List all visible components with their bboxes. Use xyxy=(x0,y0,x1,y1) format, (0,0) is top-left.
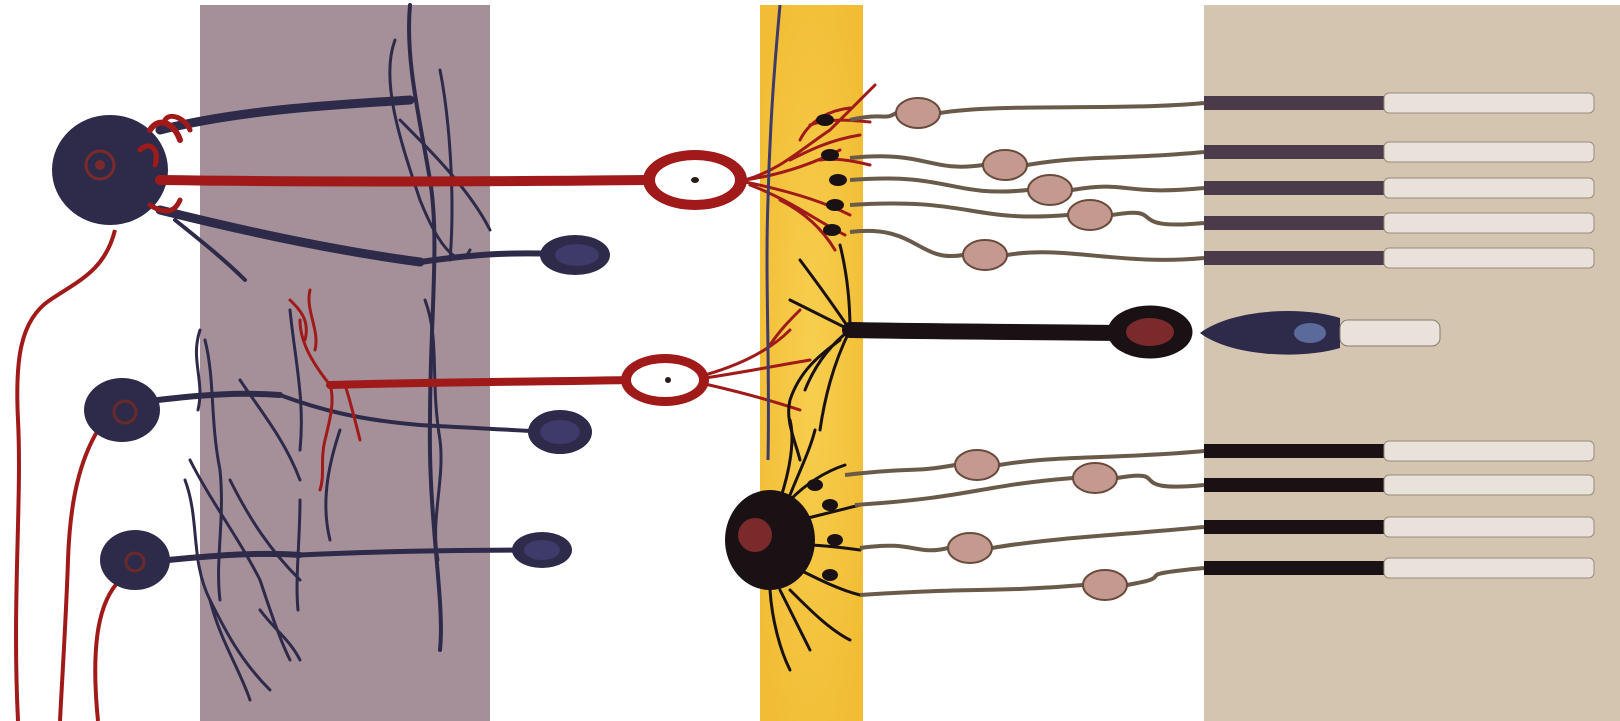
inner-segment xyxy=(1204,520,1384,534)
photoreceptor-fiber xyxy=(1127,568,1204,585)
photoreceptor-nucleus xyxy=(955,450,999,480)
bipolar-cell-upper xyxy=(643,150,747,210)
inner-segment xyxy=(1204,216,1384,230)
photoreceptor-nucleus xyxy=(963,240,1007,270)
photoreceptor-nucleus xyxy=(1073,463,1117,493)
photoreceptor-fiber xyxy=(860,546,948,551)
photoreceptor-fiber xyxy=(1072,187,1204,191)
outer-segment xyxy=(1384,558,1594,578)
ganglion-cell-small xyxy=(100,530,170,590)
photoreceptor-fiber xyxy=(855,478,1073,505)
photoreceptor-nucleus xyxy=(1068,200,1112,230)
photoreceptor-fiber xyxy=(850,203,1068,216)
photoreceptor-nucleus xyxy=(1083,570,1127,600)
inner-segment xyxy=(1204,251,1384,265)
inner-segment xyxy=(1204,145,1384,159)
inner-segment xyxy=(1204,96,1384,110)
inner-segment xyxy=(1204,478,1384,492)
outer-segment xyxy=(1384,178,1594,198)
photoreceptor-nucleus xyxy=(983,150,1027,180)
outer-segment xyxy=(1384,93,1594,113)
outer-segment xyxy=(1384,248,1594,268)
photoreceptor-nucleus xyxy=(1028,175,1072,205)
photoreceptor-fiber xyxy=(1112,213,1204,225)
red-axons xyxy=(16,230,120,721)
outer-segment xyxy=(1384,517,1594,537)
photoreceptor-fiber xyxy=(1117,476,1204,487)
inner-segment xyxy=(1204,181,1384,195)
photoreceptor-fiber xyxy=(940,103,1204,113)
inner-segment xyxy=(1204,561,1384,575)
photoreceptor-nucleus xyxy=(948,533,992,563)
outer-segment xyxy=(1384,142,1594,162)
outer-segment xyxy=(1384,475,1594,495)
photoreceptor-fiber xyxy=(992,527,1204,548)
photoreceptor-fiber xyxy=(1027,152,1204,165)
photoreceptor-nucleus xyxy=(896,98,940,128)
photoreceptor-fiber xyxy=(850,231,963,256)
inner-segment xyxy=(1204,444,1384,458)
photoreceptor-fiber xyxy=(860,585,1083,595)
photoreceptor-fiber xyxy=(1007,252,1204,260)
bipolar-cell-middle xyxy=(621,354,709,406)
ganglion-cell-mid xyxy=(84,378,160,442)
outer-segment xyxy=(1384,213,1594,233)
outer-segment xyxy=(1384,441,1594,461)
ganglion-terminals xyxy=(512,235,610,568)
